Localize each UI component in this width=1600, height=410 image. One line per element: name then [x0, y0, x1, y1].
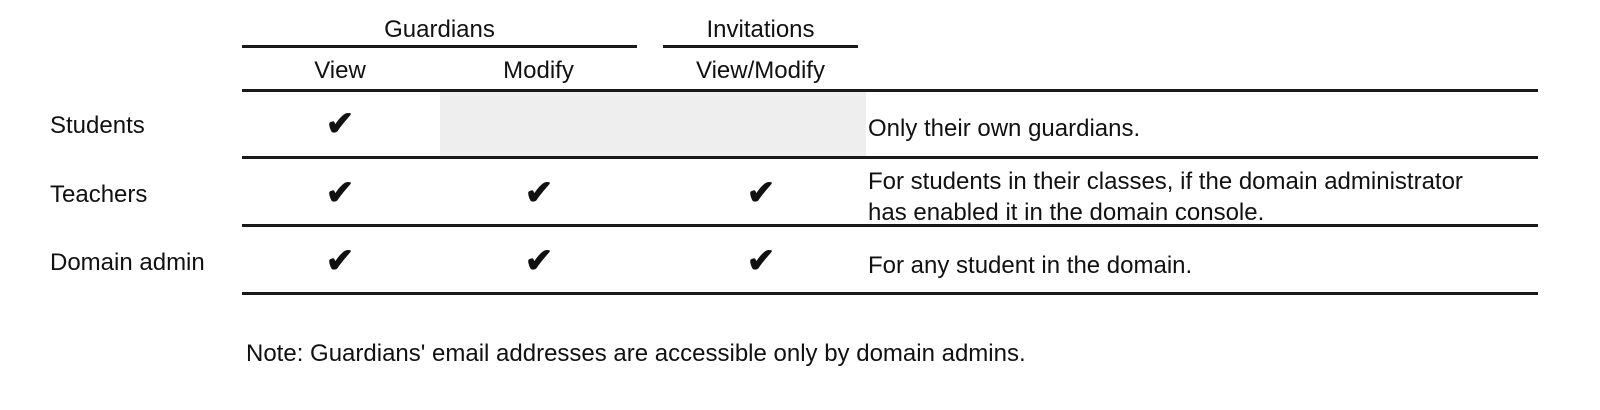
check-icon-domain-admin-guardians-modify: ✔ — [524, 242, 554, 280]
check-icon-domain-admin-invitations-view-modify: ✔ — [746, 242, 776, 280]
check-icon-teachers-guardians-view: ✔ — [325, 174, 355, 212]
column-header-guardians-view: View — [314, 57, 366, 84]
check-icon-teachers-guardians-modify: ✔ — [524, 174, 554, 212]
column-group-header-guardians: Guardians — [384, 16, 495, 43]
check-icon-domain-admin-guardians-view: ✔ — [325, 242, 355, 280]
rule-header-bottom — [242, 89, 1538, 92]
column-group-header-invitations: Invitations — [706, 16, 815, 43]
description-domain-admin: For any student in the domain. — [868, 252, 1193, 279]
table-footnote: Note: Guardians' email addresses are acc… — [246, 340, 1026, 367]
column-header-guardians-modify: Modify — [503, 57, 574, 84]
rule-under-invitations-group — [663, 45, 858, 48]
check-icon-students-guardians-view: ✔ — [325, 105, 355, 143]
description-students: Only their own guardians. — [868, 115, 1141, 142]
rule-after-teachers-row — [242, 224, 1538, 227]
row-label-domain-admin: Domain admin — [50, 249, 205, 276]
row-label-students: Students — [50, 112, 145, 139]
rule-after-students-row — [242, 156, 1538, 159]
description-teachers-line-2: has enabled it in the domain console. — [868, 199, 1265, 226]
rule-under-guardians-group — [242, 45, 637, 48]
description-teachers-line-1: For students in their classes, if the do… — [868, 168, 1463, 195]
rule-table-bottom — [242, 292, 1538, 295]
shaded-cell-students-not-applicable — [440, 92, 866, 156]
check-icon-teachers-invitations-view-modify: ✔ — [746, 174, 776, 212]
column-header-invitations-view-modify: View/Modify — [696, 57, 825, 84]
row-label-teachers: Teachers — [50, 181, 148, 208]
